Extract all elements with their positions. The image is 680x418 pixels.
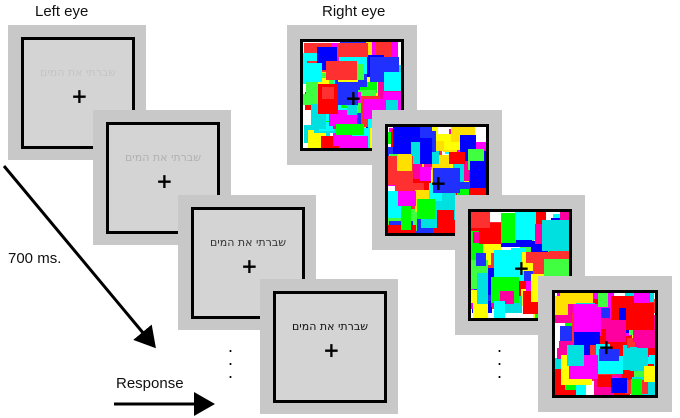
fixation-cross: + [430,171,447,195]
fixation-cross: + [323,338,340,362]
mask-patch [493,250,524,281]
fixation-cross: + [71,84,88,108]
mask-patch [475,252,486,267]
fixation-cross: + [241,254,258,278]
mask-patch [419,167,431,182]
mask-patch [420,127,432,139]
fixation-cross: + [345,86,362,110]
mask-patch [501,213,516,243]
prime-word: שברתי את המים [209,236,287,249]
mask-patch [559,293,585,304]
mask-patch [400,200,412,230]
prime-word: שברתי את המים [39,66,117,79]
mask-patch [326,61,357,80]
right-eye-frame-2: + [372,110,502,250]
left-eye-frame-2: שברתי את המים + [93,110,231,245]
right-eye-frame-3: + [455,195,585,335]
prime-word: שברתי את המים [291,320,369,333]
mask-patch [625,303,655,331]
duration-label: 700 ms. [8,250,62,267]
mask-patch [598,349,620,362]
time-arrow [2,165,156,349]
mondrian-mask: + [552,290,658,398]
mask-patch [338,81,359,105]
mask-patch [542,219,569,252]
left-eye-frame-4: שברתי את המים + [260,279,398,414]
mask-patch [397,191,417,206]
fixation-cross: + [598,335,615,359]
mask-patch [514,212,537,240]
fixation-cross: + [513,256,530,280]
mask-patch [573,304,601,336]
mask-patch [544,258,569,277]
mask-patch [610,378,627,393]
mask-patch [432,168,461,194]
mask-patch [477,273,488,305]
mask-patch [644,365,655,382]
left-eye-label: Left eye [35,3,89,20]
mask-patch [566,344,584,366]
right-ellipsis: . . . [497,336,503,382]
right-eye-frame-4: + [538,276,672,412]
mask-patch [473,302,488,318]
mask-patch [303,63,322,83]
mask-patch [338,135,369,148]
mask-patch [471,212,490,228]
mask-patch [631,379,642,395]
mask-patch [449,152,465,164]
mask-patch [416,199,436,219]
mondrian-mask: + [385,124,489,236]
mask-patch [337,43,368,58]
mask-patch [419,133,432,165]
mask-patch [493,300,506,318]
mondrian-mask: + [468,209,572,321]
mask-patch [555,296,569,316]
mask-patch [355,81,377,94]
mask-patch [469,161,486,188]
mask-patch [597,293,608,307]
mask-patch [336,123,365,135]
mask-patch [637,332,655,348]
prime-word: שברתי את המים [124,151,202,164]
right-eye-label: Right eye [322,3,386,20]
response-label: Response [116,375,184,392]
mask-patch [500,290,514,305]
mask-patch [383,72,401,91]
mask-patch [322,86,335,99]
left-ellipsis: . . . [228,336,234,382]
mask-patch [385,100,399,111]
mask-patch [605,320,627,342]
mask-patch [629,346,649,371]
mask-patch [374,42,391,58]
mask-patch [396,154,413,172]
mask-patch [436,209,455,233]
fixation-cross: + [156,169,173,193]
mask-patch [478,223,503,244]
